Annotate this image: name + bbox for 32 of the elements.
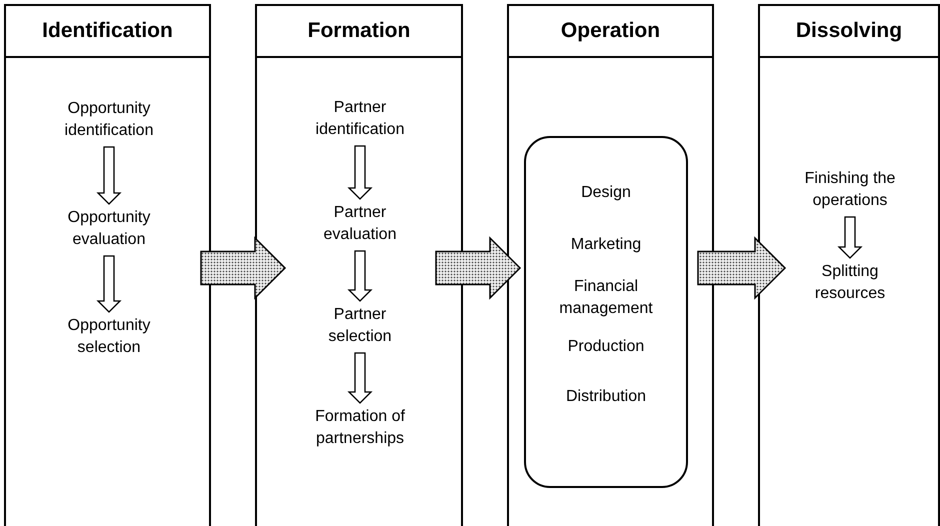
step-text: Partner selection: [315, 304, 405, 348]
step-text: Formation of partnerships: [300, 406, 420, 450]
hollow-arrow: [96, 255, 122, 313]
activity-text: Production: [566, 337, 646, 357]
column-heading: Formation: [257, 6, 461, 58]
phase-column: [507, 4, 714, 526]
activity-text: Financial management: [558, 277, 654, 319]
column-heading: Dissolving: [760, 6, 938, 58]
step-text: Opportunity evaluation: [54, 207, 164, 251]
block-arrow: [697, 236, 786, 300]
step-text: Opportunity selection: [54, 315, 164, 359]
step-text: Splitting resources: [800, 261, 900, 305]
column-heading: Operation: [509, 6, 712, 58]
hollow-arrow: [347, 250, 373, 302]
step-text: Opportunity identification: [54, 98, 164, 142]
hollow-arrow: [347, 352, 373, 404]
column-heading: Identification: [6, 6, 209, 58]
activity-text: Marketing: [570, 235, 642, 255]
hollow-arrow: [347, 145, 373, 200]
step-text: Partner identification: [305, 97, 415, 141]
activity-text: Design: [580, 183, 632, 203]
hollow-arrow: [96, 146, 122, 205]
activity-text: Distribution: [564, 387, 648, 407]
phase-column: [758, 4, 940, 526]
activity-box: [524, 136, 688, 488]
step-text: Finishing the operations: [790, 168, 910, 212]
phase-column: [255, 4, 463, 526]
block-arrow: [435, 236, 522, 300]
phase-column: [4, 4, 211, 526]
hollow-arrow: [837, 216, 863, 259]
step-text: Partner evaluation: [315, 202, 405, 246]
block-arrow: [200, 236, 286, 300]
